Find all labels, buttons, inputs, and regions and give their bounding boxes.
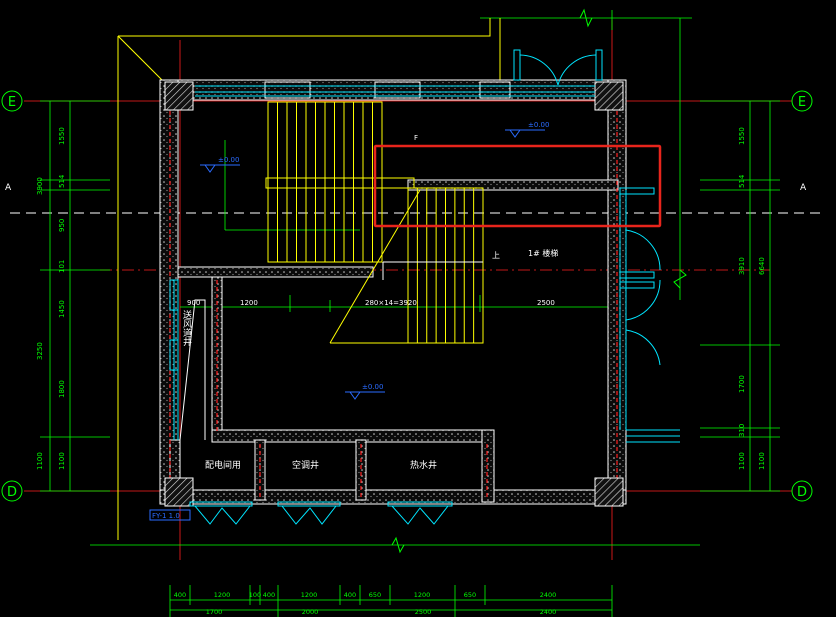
dim-left-2: 3900 [36, 177, 44, 195]
dim-left-3: 514 [58, 174, 66, 188]
dim-bottom-3: 100 [249, 591, 261, 599]
axis-bubble-d-right: D [791, 480, 813, 502]
axis-label-d-left: D [7, 485, 17, 500]
mark-label: F [414, 134, 418, 142]
inner-dim-4: 2500 [537, 299, 555, 307]
inner-dim-2: 1200 [240, 299, 258, 307]
walls [159, 79, 627, 505]
dim-bottom-8: 1200 [414, 591, 431, 599]
dim-right-1: 1550 [738, 127, 746, 145]
dim-right-6: 310 [738, 424, 746, 437]
dim-bottom-9: 650 [464, 591, 476, 599]
axis-label-e-right: E [798, 95, 806, 110]
dim-bottom-total-4: 2400 [540, 608, 557, 616]
room-label-3: 热水井 [410, 459, 437, 471]
dim-bottom-7: 650 [369, 591, 381, 599]
text-labels: ±0.00 ±0.00 ±0.00 FY-1 1.0 配电间用 空调井 热水井 … [36, 121, 766, 616]
dim-left-6: 1450 [58, 300, 66, 318]
section-mark-a-right: A [800, 183, 807, 193]
dimension-lines [40, 10, 780, 617]
level-markers [149, 129, 545, 521]
dim-bottom-total-3: 2500 [415, 608, 432, 616]
dim-right-8: 1100 [758, 452, 766, 470]
dim-bottom-5: 1200 [301, 591, 318, 599]
dim-left-10: 1100 [58, 452, 66, 470]
dim-right-7: 1100 [738, 452, 746, 470]
dim-left-4: 950 [58, 219, 66, 232]
axis-label-e-left: E [8, 95, 16, 110]
dim-right-5: 1700 [738, 375, 746, 393]
windows [169, 49, 680, 525]
dim-left-5: 101 [58, 260, 66, 273]
break-marks [391, 8, 687, 554]
dim-right-4: 6640 [758, 257, 766, 275]
window-tag: FY-1 1.0 [152, 512, 180, 520]
level-text-1: ±0.00 [218, 156, 239, 164]
outer-boundary [117, 18, 501, 540]
dim-left-7: 3250 [36, 342, 44, 360]
axis-bubble-e-left: E [1, 90, 23, 112]
dim-left-8: 1800 [58, 380, 66, 398]
dim-right-2: 514 [738, 174, 746, 188]
level-text-3: ±0.00 [362, 383, 383, 391]
room-label-1: 配电间用 [205, 459, 241, 471]
dim-bottom-1: 400 [174, 591, 186, 599]
axis-label-d-right: D [797, 485, 807, 500]
stair [265, 101, 484, 344]
highlight-box [373, 144, 662, 228]
up-label: 上 [492, 251, 500, 260]
dim-left-9: 1100 [36, 452, 44, 470]
dim-bottom-6: 400 [344, 591, 356, 599]
stair-label: 1# 楼梯 [528, 248, 558, 258]
dim-bottom-4: 400 [263, 591, 275, 599]
inner-dim-1: 900 [187, 299, 200, 307]
axis-bubble-e-right: E [791, 90, 813, 112]
dim-bottom-total-2: 2000 [302, 608, 319, 616]
dim-bottom-2: 1200 [214, 591, 231, 599]
section-mark-a-left: A [5, 183, 12, 193]
room-label-2: 空调井 [292, 459, 319, 471]
smoke-shaft [179, 299, 206, 441]
dim-bottom-total-1: 1700 [206, 608, 223, 616]
axis-bubble-d-left: D [1, 480, 23, 502]
level-text-2: ±0.00 [528, 121, 549, 129]
dim-bottom-10: 2400 [540, 591, 557, 599]
inner-dim-3: 280×14=3920 [365, 299, 417, 307]
shaft-label: 送风道井 [181, 309, 192, 347]
dim-left-1: 1550 [58, 127, 66, 145]
dim-right-3: 3910 [738, 257, 746, 275]
